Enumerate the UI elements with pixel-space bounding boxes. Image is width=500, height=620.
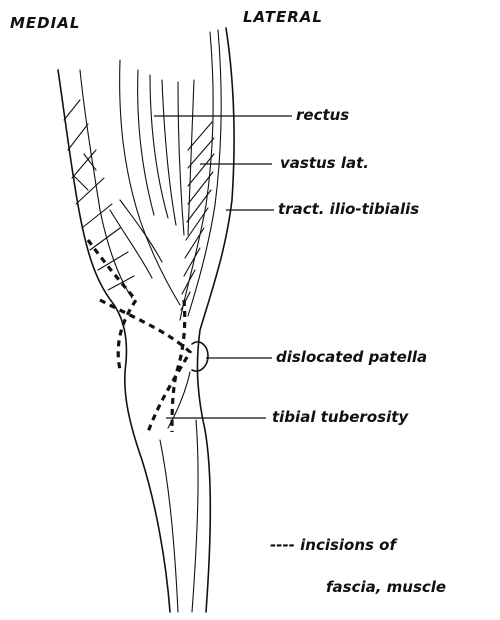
incision-lateral (172, 300, 185, 432)
medial-heading: MEDIAL (10, 14, 80, 32)
vastus-medialis-hatching (64, 100, 134, 290)
rectus-muscle (110, 60, 194, 305)
label-dislocated-patella: dislocated patella (276, 348, 427, 366)
lateral-heading: LATERAL (243, 8, 323, 26)
label-tract-ilio-tibialis: tract. ilio-tibialis (278, 200, 419, 218)
incision-lines (88, 240, 190, 432)
label-vastus-lat: vastus lat. (280, 154, 369, 172)
legend: ---- incisions of fascia, muscle (270, 536, 446, 596)
legend-line-2: fascia, muscle (326, 578, 446, 596)
leader-lines (154, 116, 292, 418)
label-rectus: rectus (296, 106, 349, 124)
patella-outline (192, 342, 208, 371)
label-tibial-tuberosity: tibial tuberosity (272, 408, 409, 426)
legend-line-1: ---- incisions of (270, 536, 398, 554)
